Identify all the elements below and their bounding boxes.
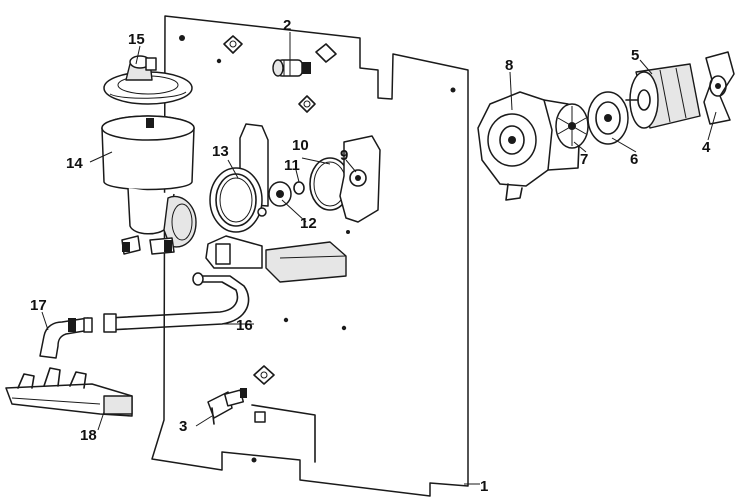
part-2-valve [272, 59, 311, 77]
callout-3: 3 [179, 418, 187, 435]
part-4-end-clip [703, 51, 735, 125]
part-17-elbow [39, 317, 93, 359]
callout-16: 16 [236, 317, 253, 334]
part-5-motor [625, 63, 701, 129]
part-13-housing [205, 123, 347, 283]
part-3-valve [207, 388, 247, 425]
part-12-disc [268, 181, 292, 207]
callout-12: 12 [300, 215, 317, 232]
leader-lines [41, 32, 717, 485]
callout-10: 10 [292, 137, 309, 154]
part-6-rotor [587, 91, 629, 145]
part-14-hopper [101, 115, 197, 255]
callout-1: 1 [480, 478, 488, 495]
part-15-float-cap [103, 55, 193, 105]
callout-11: 11 [284, 157, 300, 174]
callout-6: 6 [630, 151, 638, 168]
callout-9: 9 [340, 147, 348, 164]
callout-labels: 1 2 3 4 5 6 7 8 9 10 11 12 13 14 15 16 1… [30, 17, 711, 495]
callout-8: 8 [505, 57, 513, 74]
part-7-impeller [555, 103, 589, 149]
callout-2: 2 [283, 17, 291, 34]
callout-18: 18 [80, 427, 97, 444]
callout-17: 17 [30, 297, 47, 314]
callout-14: 14 [66, 155, 83, 172]
callout-13: 13 [212, 143, 229, 160]
part-9-gasket [339, 135, 381, 234]
part-8-housing [477, 91, 581, 201]
part-16-hose [103, 272, 250, 333]
callout-5: 5 [631, 47, 639, 64]
callout-7: 7 [580, 151, 588, 168]
callout-4: 4 [702, 139, 711, 156]
callout-15: 15 [128, 31, 145, 48]
part-18-tray [5, 367, 133, 417]
